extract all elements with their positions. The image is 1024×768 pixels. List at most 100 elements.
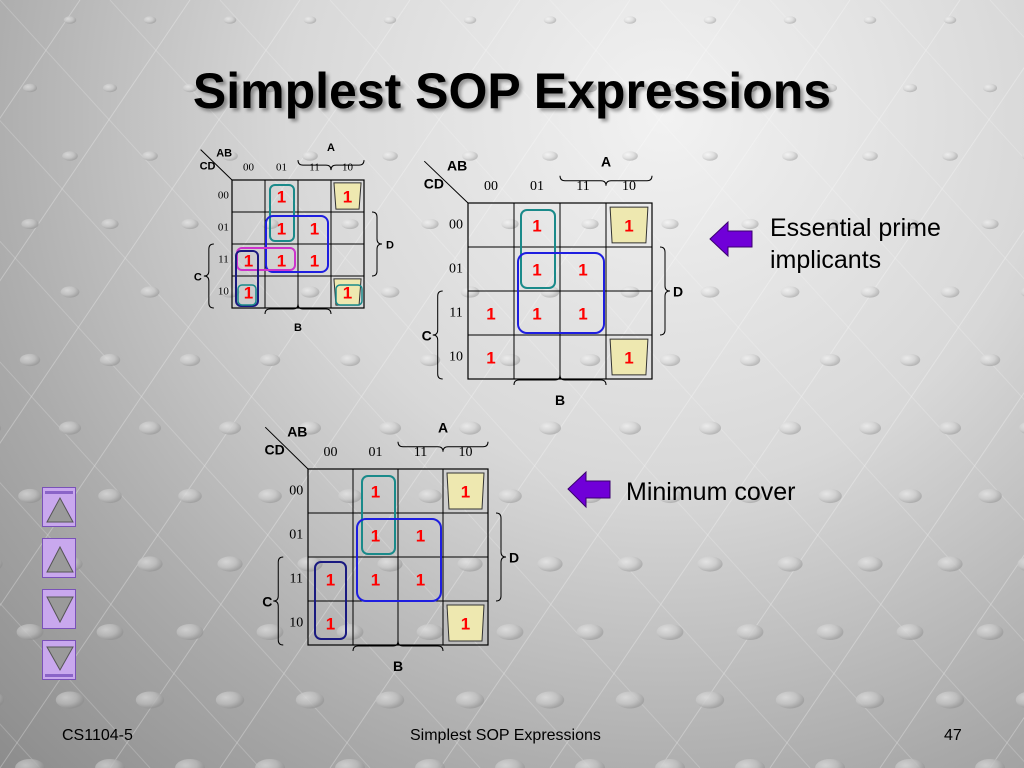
column-code: 10 xyxy=(622,179,636,194)
corner-group-cell xyxy=(446,472,485,510)
col-variable-label: AB xyxy=(216,147,232,159)
variable-a-label: A xyxy=(601,154,611,170)
column-code: 01 xyxy=(369,445,383,460)
previous-slide-icon xyxy=(46,545,74,573)
group-loop-teal xyxy=(269,184,295,242)
corner-group-cell xyxy=(333,182,362,210)
essential-arrow-icon xyxy=(709,220,753,258)
row-variable-label: CD xyxy=(200,160,216,172)
first-slide-button[interactable] xyxy=(42,487,76,527)
row-code: 00 xyxy=(289,484,303,499)
row-code: 01 xyxy=(289,528,303,543)
column-code: 11 xyxy=(309,161,320,173)
row-code: 10 xyxy=(449,350,463,365)
variable-c-label: C xyxy=(194,271,202,283)
minterm-one: 1 xyxy=(343,283,352,302)
group-loop-teal xyxy=(520,209,556,289)
minterm-one: 1 xyxy=(461,614,470,633)
minterm-one: 1 xyxy=(461,482,470,501)
minterm-one: 1 xyxy=(310,219,319,238)
row-code: 00 xyxy=(449,218,463,233)
row-code: 10 xyxy=(289,616,303,631)
minterm-one: 1 xyxy=(532,304,541,323)
brace-b xyxy=(513,374,607,386)
minterm-one: 1 xyxy=(578,304,587,323)
minimum-cover-caption: Minimum cover xyxy=(626,478,796,506)
minterm-one: 1 xyxy=(310,251,319,270)
minterm-one: 1 xyxy=(624,348,633,367)
next-slide-icon xyxy=(46,596,74,624)
minimum-arrow-icon xyxy=(567,470,611,509)
group-loop-blue xyxy=(356,518,442,602)
minterm-one: 1 xyxy=(244,251,253,270)
minterm-one: 1 xyxy=(326,614,335,633)
variable-b-label: B xyxy=(555,392,565,408)
brace-a xyxy=(297,160,365,171)
column-code: 10 xyxy=(342,161,354,173)
brace-d xyxy=(371,211,383,277)
column-code: 11 xyxy=(414,445,427,460)
column-code: 00 xyxy=(324,445,338,460)
minterm-one: 1 xyxy=(277,187,286,206)
minterm-one: 1 xyxy=(532,216,541,235)
group-loop-blue xyxy=(517,252,605,334)
variable-d-label: D xyxy=(386,239,394,251)
row-variable-label: CD xyxy=(265,441,285,457)
kmap-diagonal xyxy=(423,160,469,204)
minterm-one: 1 xyxy=(532,260,541,279)
previous-slide-button[interactable] xyxy=(42,538,76,578)
minterm-one: 1 xyxy=(277,251,286,270)
kmap-diagonal xyxy=(200,149,233,181)
variable-d-label: D xyxy=(509,550,519,566)
minterm-one: 1 xyxy=(371,526,380,545)
minterm-one: 1 xyxy=(244,283,253,302)
group-loop-teal xyxy=(361,475,396,555)
slide-title: Simplest SOP Expressions xyxy=(192,63,832,119)
minterm-one: 1 xyxy=(343,187,352,206)
minterm-one: 1 xyxy=(371,570,380,589)
minterm-one: 1 xyxy=(277,219,286,238)
column-code: 01 xyxy=(276,161,287,173)
brace-c xyxy=(203,243,214,309)
variable-c-label: C xyxy=(422,328,432,344)
col-variable-label: AB xyxy=(447,157,467,173)
next-slide-button[interactable] xyxy=(42,589,76,629)
variable-b-label: B xyxy=(294,322,302,334)
last-slide-icon xyxy=(45,646,74,677)
group-loop-navy xyxy=(235,250,259,307)
variable-d-label: D xyxy=(673,284,683,300)
minterm-one: 1 xyxy=(486,348,495,367)
minterm-one: 1 xyxy=(578,260,587,279)
footer-course-code: CS1104-5 xyxy=(62,727,133,744)
brace-a xyxy=(397,441,489,452)
last-slide-button[interactable] xyxy=(42,640,76,680)
footer-slide-title: Simplest SOP Expressions xyxy=(410,727,601,744)
corner-group-cell xyxy=(446,604,485,642)
column-code: 00 xyxy=(484,179,498,194)
minterm-one: 1 xyxy=(486,304,495,323)
minterm-one: 1 xyxy=(416,570,425,589)
variable-a-label: A xyxy=(438,420,448,436)
footer-page-number: 47 xyxy=(944,727,962,744)
row-code: 11 xyxy=(218,254,229,266)
col-variable-label: AB xyxy=(287,423,307,439)
minterm-one: 1 xyxy=(416,526,425,545)
variable-a-label: A xyxy=(327,142,335,154)
row-code: 10 xyxy=(218,286,230,298)
first-slide-icon xyxy=(45,491,74,523)
minterm-one: 1 xyxy=(371,482,380,501)
minterm-one: 1 xyxy=(624,216,633,235)
row-code: 11 xyxy=(290,572,303,587)
row-variable-label: CD xyxy=(424,175,444,191)
column-code: 00 xyxy=(243,161,255,173)
brace-c xyxy=(273,556,284,646)
minterm-one: 1 xyxy=(326,570,335,589)
brace-a xyxy=(559,175,653,186)
row-code: 00 xyxy=(218,190,230,202)
column-code: 10 xyxy=(459,445,473,460)
